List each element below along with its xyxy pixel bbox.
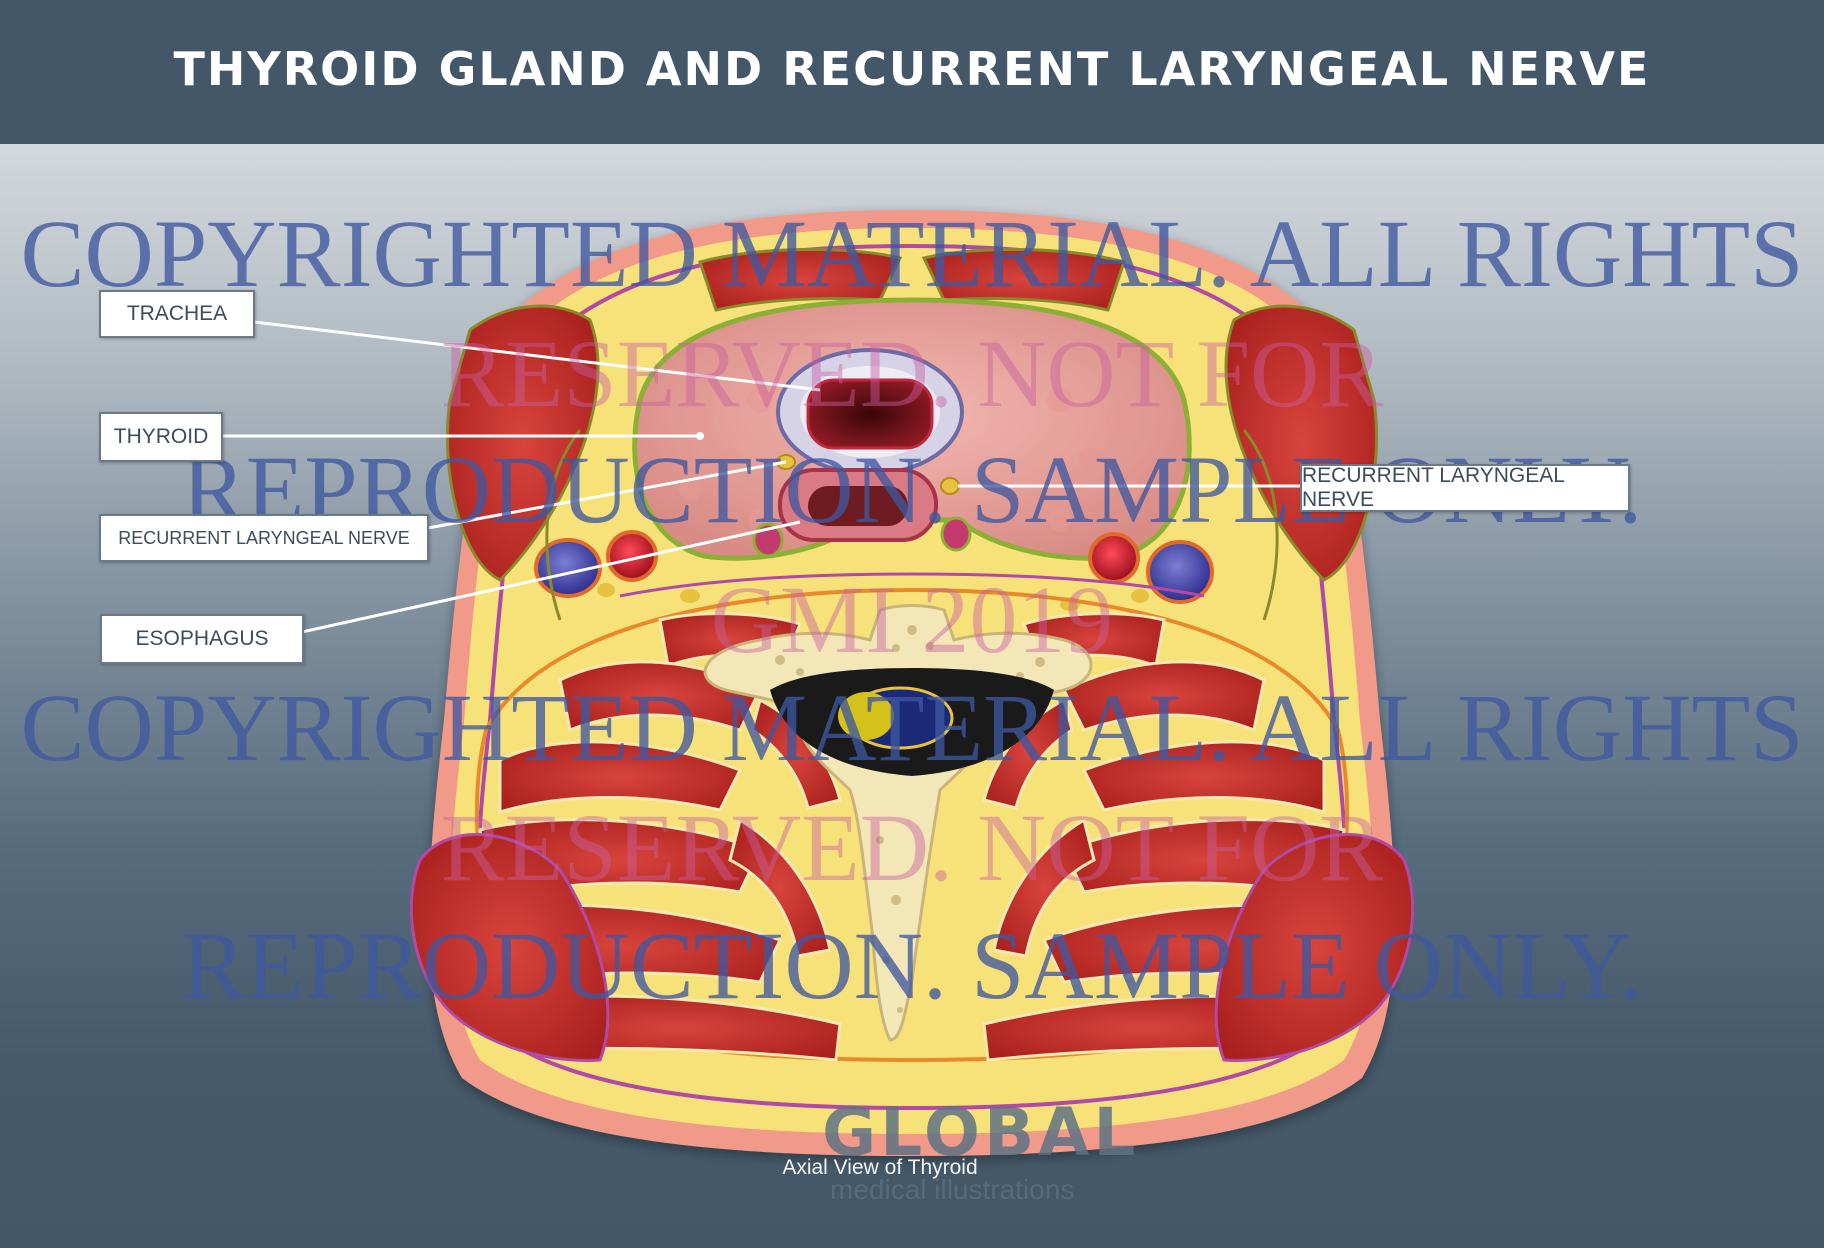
logo-subtitle: medical illustrations — [830, 1174, 1075, 1205]
strap-muscle-right — [921, 247, 1126, 312]
scm-muscle-left — [446, 304, 600, 582]
trapezius-left — [409, 833, 610, 1062]
carotid-artery-right — [1088, 532, 1140, 584]
strap-muscle-left — [698, 247, 903, 312]
label-recurrent-laryngeal-nerve-left: RECURRENT LARYNGEAL NERVE — [99, 514, 429, 562]
jugular-vein-left — [534, 538, 602, 598]
label-esophagus: ESOPHAGUS — [100, 614, 304, 664]
trachea-lumen — [806, 378, 934, 450]
trapezius-right — [1214, 833, 1415, 1062]
label-trachea: TRACHEA — [99, 290, 255, 338]
carotid-artery-left — [606, 530, 658, 582]
rln-right — [940, 477, 960, 495]
label-recurrent-laryngeal-nerve-right: RECURRENT LARYNGEAL NERVE — [1300, 464, 1630, 512]
figure-caption: Axial View of Thyroid — [782, 1156, 978, 1179]
leader-lines — [222, 320, 1300, 634]
jugular-vein-right — [1146, 540, 1214, 604]
logo-word: GLOBAL — [822, 1094, 1140, 1171]
page-title: THYROID GLAND AND RECURRENT LARYNGEAL NE… — [173, 42, 1651, 96]
title-bar: THYROID GLAND AND RECURRENT LARYNGEAL NE… — [0, 0, 1824, 144]
label-thyroid: THYROID — [99, 412, 223, 462]
